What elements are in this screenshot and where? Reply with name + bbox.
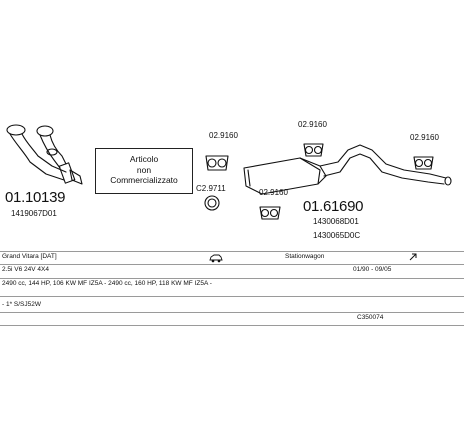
part-label-hanger-c: 02.9160 [298,120,327,129]
hanger-d-drawing [413,156,434,170]
engine-variants: 2490 cc, 144 HP, 106 KW MF IZ5A - 2490 c… [2,280,212,287]
car-icon [209,254,223,263]
catalog-code: C350074 [357,314,384,321]
part-label-gasket: C2.9711 [196,184,226,193]
production-years: 01/90 - 09/05 [353,266,392,273]
row-divider [0,278,464,279]
row-divider [0,325,464,326]
row-divider [0,312,464,313]
note-line-2: non [136,164,152,175]
model-name: Grand Vitara [DAT] [2,253,57,260]
chassis-code: - 1* S/SJ52W [2,301,42,308]
arrow-icon [409,253,417,261]
row-divider [0,264,464,265]
rear-oem-number-2: 1430065D0C [313,231,361,240]
rear-part-number: 01.61690 [303,198,364,215]
front-part-number: 01.10139 [5,189,66,206]
note-line-1: Articolo [129,154,159,164]
part-label-hanger-a: 02.9160 [209,131,238,140]
rear-silencer-drawing [243,144,452,195]
engine-spec: 2.5i V6 24V 4X4 [2,266,49,273]
gasket-ring-drawing [204,195,220,211]
front-pipe-drawing [6,124,83,185]
note-line-3: Commercializzato [110,175,178,185]
row-divider [0,296,464,297]
rear-oem-number-1: 1430068D01 [313,217,359,226]
hanger-b-drawing [259,206,281,220]
part-label-hanger-b: 02.9160 [259,188,288,197]
front-oem-number: 1419067D01 [11,209,57,218]
hanger-a-drawing [205,155,229,171]
row-divider [0,251,464,252]
hanger-c-drawing [303,143,324,157]
not-commercialized-note: Articolo non Commercializzato [95,148,193,194]
body-type: Stationwagon [285,253,325,260]
part-label-hanger-d: 02.9160 [410,133,439,142]
